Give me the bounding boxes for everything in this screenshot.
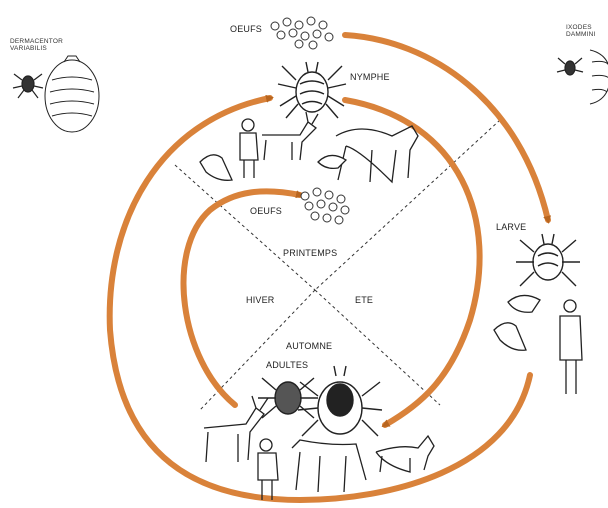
horse-icon <box>336 126 418 182</box>
egg-cluster-icon <box>271 17 333 49</box>
horse-icon <box>292 440 366 492</box>
host-animals-summer <box>494 295 582 394</box>
engorged-tick-icon <box>45 56 99 132</box>
stage-larva: LARVE <box>496 222 526 232</box>
human-icon <box>560 300 582 394</box>
tick-icon <box>557 58 583 75</box>
season-spring: PRINTEMPS <box>283 248 337 258</box>
human-icon <box>258 439 278 500</box>
fox-icon <box>376 436 434 472</box>
engorged-tick-icon <box>298 366 382 436</box>
nymph-tick-icon <box>278 62 346 118</box>
egg-cluster-icon <box>301 188 349 224</box>
species-right-line-2: DAMMINI <box>566 31 606 38</box>
host-animals-spring <box>200 112 418 182</box>
stage-adults: ADULTES <box>266 360 308 370</box>
adult-tick-icon <box>258 378 318 418</box>
engorged-tick-icon <box>590 50 608 104</box>
larva-tick-icon <box>516 234 580 286</box>
tick-icon <box>13 74 43 98</box>
stage-nymph: NYMPHE <box>350 72 390 82</box>
bird-icon <box>200 155 232 181</box>
eggs-to-larva-arrow <box>345 35 548 220</box>
season-winter: HIVER <box>246 295 275 305</box>
outer-cycle-arrow <box>110 98 530 500</box>
species-left-label: DERMACENTOR VARIABILIS <box>10 38 90 52</box>
stage-eggs-top: OEUFS <box>230 24 262 34</box>
species-left-line-2: VARIABILIS <box>10 45 90 52</box>
species-right-label: IXODES DAMMINI <box>566 24 606 38</box>
nymph-to-adults-arrow <box>345 100 480 425</box>
adults-to-eggs-arrow <box>184 191 300 405</box>
mouse-icon <box>508 295 540 312</box>
species-left-line-1: DERMACENTOR <box>10 38 90 45</box>
human-icon <box>240 119 258 178</box>
stage-eggs-inner: OEUFS <box>250 206 282 216</box>
bird-icon <box>494 323 526 350</box>
species-right-line-1: IXODES <box>566 24 606 31</box>
season-summer: ETE <box>355 295 373 305</box>
deer-icon <box>262 112 318 160</box>
season-autumn: AUTOMNE <box>286 341 332 351</box>
